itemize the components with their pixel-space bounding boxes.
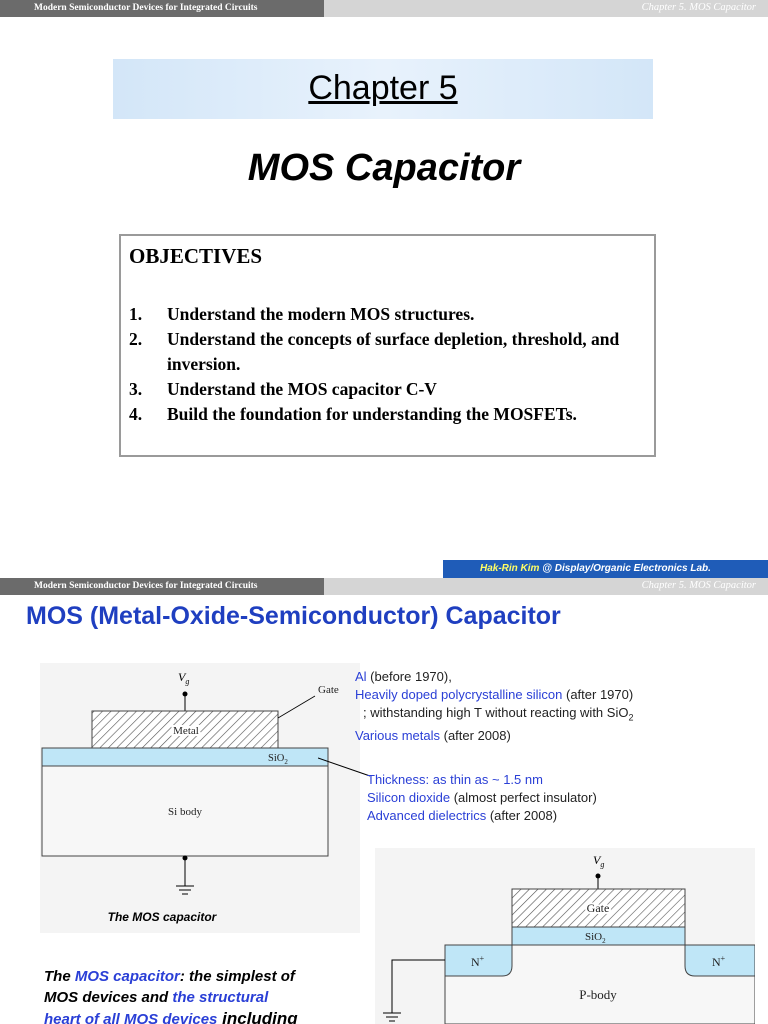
mos-capacitor-description: The MOS capacitor: the simplest of MOS d… [44, 966, 298, 1024]
gate-note-2: Heavily doped polycrystalline silicon (a… [355, 686, 633, 704]
gate-label: Gate [587, 901, 610, 915]
objectives-list: 1. Understand the modern MOS structures.… [129, 302, 644, 427]
oxide-note-3: Advanced dielectrics (after 2008) [367, 807, 597, 825]
oxide-note-1: Thickness: as thin as ~ 1.5 nm [367, 772, 543, 787]
chapter-tag: Chapter 5. MOS Capacitor [641, 2, 756, 13]
objectives-heading: OBJECTIVES [129, 244, 263, 268]
gate-note-3: ; withstanding high T without reacting w… [355, 704, 633, 727]
slide-1: Modern Semiconductor Devices for Integra… [0, 0, 768, 578]
header-right: Chapter 5. MOS Capacitor [324, 578, 768, 595]
oxide-note-3-text: (after 2008) [486, 808, 558, 823]
header-left: Modern Semiconductor Devices for Integra… [0, 0, 324, 17]
course-title: Modern Semiconductor Devices for Integra… [34, 581, 258, 591]
gate-note-4-highlight: Various metals [355, 727, 441, 743]
gate-label: Gate [318, 684, 339, 696]
objectives-box: OBJECTIVES 1. Understand the modern MOS … [119, 234, 656, 457]
ground-icon [176, 885, 194, 895]
slide-2: Modern Semiconductor Devices for Integra… [0, 578, 768, 1024]
chapter-banner: Chapter 5 [113, 59, 653, 119]
n-plus-source-label: N+ [471, 954, 485, 969]
oxide-note-2-text: (almost perfect insulator) [450, 790, 597, 805]
figure-caption: The MOS capacitor [108, 910, 218, 924]
objective-number: 2. [129, 329, 143, 349]
gate-note-3-text: ; withstanding high T without reacting w… [363, 705, 629, 720]
desc-text: including [217, 1009, 298, 1024]
gate-terminal [182, 691, 188, 697]
ground-icon [383, 1012, 401, 1022]
gate-note-4: Various metals (after 2008) [355, 727, 633, 745]
vg-label: Vg [178, 670, 189, 686]
metal-gate [91, 710, 279, 749]
header-bar: Modern Semiconductor Devices for Integra… [0, 0, 768, 17]
si-body-label: Si body [168, 806, 202, 818]
course-title: Modern Semiconductor Devices for Integra… [34, 3, 258, 13]
footer-credit: Hak-Rin Kim @ Display/Organic Electronic… [480, 563, 711, 574]
gate-material-notes: Al (before 1970), Heavily doped polycrys… [355, 668, 633, 745]
n-plus-drain [684, 944, 755, 977]
mos-capacitor-diagram: Vg Metal Gate SiO2 Si body The MOS capac… [40, 663, 360, 933]
gate-note-1: Al (before 1970), [355, 668, 633, 686]
oxide-label: SiO2 [268, 753, 288, 766]
desc-line-3: heart of all MOS devices including [44, 1008, 298, 1024]
desc-line-1: The MOS capacitor: the simplest of [44, 966, 298, 987]
oxide-label: SiO2 [585, 931, 606, 945]
objective-item: 1. Understand the modern MOS structures. [129, 302, 644, 327]
oxide-pointer [318, 757, 371, 777]
chapter-tag: Chapter 5. MOS Capacitor [641, 580, 756, 591]
objective-text: Understand the modern MOS structures. [167, 304, 475, 324]
mosfet-diagram: Vg Gate SiO2 N+ N+ P-body [375, 848, 755, 1024]
header-left: Modern Semiconductor Devices for Integra… [0, 578, 324, 595]
slide-title: MOS (Metal-Oxide-Semiconductor) Capacito… [26, 602, 561, 630]
author-name: Hak-Rin Kim [480, 563, 540, 574]
objective-text: Understand the concepts of surface deple… [167, 329, 620, 374]
objective-text: Build the foundation for understanding t… [167, 404, 577, 424]
lab-name: @ Display/Organic Electronics Lab. [539, 563, 711, 574]
gate-pointer [277, 695, 316, 719]
oxide-note-2: Silicon dioxide (almost perfect insulato… [367, 789, 597, 807]
metal-label: Metal [173, 725, 199, 737]
gate-note-4-text: (after 2008) [440, 727, 511, 743]
oxide-notes: Thickness: as thin as ~ 1.5 nm Silicon d… [367, 771, 597, 825]
gate-note-2-text: (after 1970) [562, 687, 634, 702]
objective-item: 4. Build the foundation for understandin… [129, 402, 644, 427]
objective-item: 2. Understand the concepts of surface de… [129, 327, 644, 377]
p-body-label: P-body [579, 987, 617, 1002]
chapter-heading: Chapter 5 [308, 69, 458, 107]
desc-highlight: the structural [172, 989, 269, 1006]
objective-number: 4. [129, 404, 143, 424]
gate-note-2-highlight: Heavily doped polycrystalline silicon [355, 687, 563, 702]
desc-line-2: MOS devices and the structural [44, 987, 298, 1008]
gate-note-1-text: (before 1970), [366, 669, 452, 684]
header-bar: Modern Semiconductor Devices for Integra… [0, 578, 768, 595]
header-right: Chapter 5. MOS Capacitor [324, 0, 768, 17]
oxide-note-3-highlight: Advanced dielectrics [367, 808, 487, 823]
ground-node [182, 855, 188, 861]
vg-label: Vg [593, 853, 604, 869]
si-body [41, 765, 329, 857]
slide-title: MOS Capacitor [247, 147, 521, 189]
n-plus-drain-label: N+ [712, 954, 726, 969]
desc-highlight: MOS capacitor [74, 968, 180, 985]
objective-number: 3. [129, 379, 143, 399]
objective-item: 3. Understand the MOS capacitor C-V [129, 377, 644, 402]
oxide-note-2-highlight: Silicon dioxide [367, 790, 451, 805]
desc-text: MOS devices and [44, 989, 173, 1006]
objective-text: Understand the MOS capacitor C-V [167, 379, 437, 399]
n-plus-source [444, 944, 513, 977]
desc-highlight: heart of all MOS devices [44, 1011, 218, 1024]
gate-note-1-highlight: Al [355, 669, 367, 684]
desc-text: The [44, 968, 75, 985]
objective-number: 1. [129, 304, 143, 324]
gate-note-3-sub: 2 [628, 712, 634, 723]
desc-text: : the simplest of [179, 968, 295, 985]
source-wire [391, 959, 445, 1013]
footer-bar: Hak-Rin Kim @ Display/Organic Electronic… [443, 560, 768, 578]
